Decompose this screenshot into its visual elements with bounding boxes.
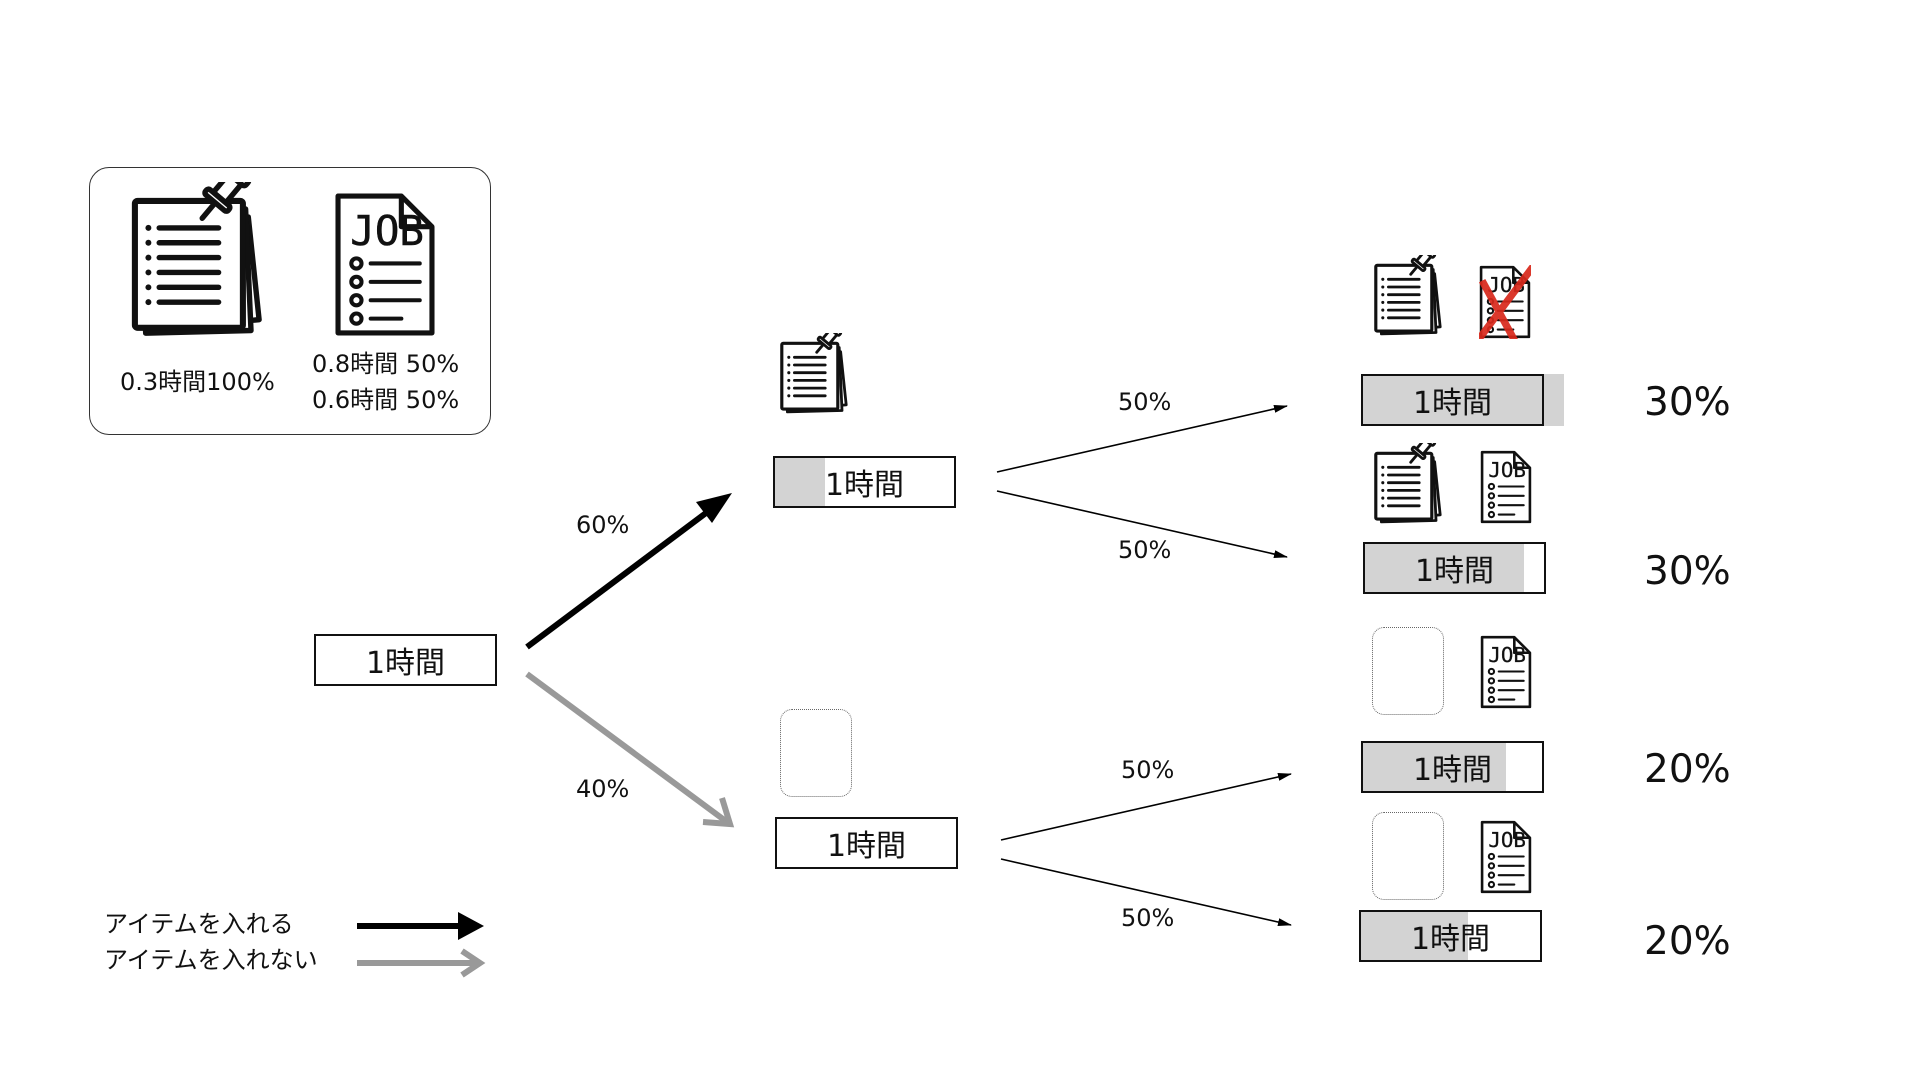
time-bar-label: 1時間 — [1414, 554, 1495, 589]
memo-icon — [1374, 443, 1442, 524]
job-icon — [1480, 635, 1532, 709]
leaf-3-time-bar: 1時間 — [1361, 741, 1544, 793]
arrow-root-to-bottom — [525, 671, 735, 828]
time-bar-fill — [1365, 544, 1525, 592]
time-bar-fill — [775, 458, 826, 506]
arrow-bottom-to-leaf4 — [1000, 858, 1292, 927]
leaf-1-time-bar: 1時間 — [1361, 374, 1544, 426]
time-bar-label: 1時間 — [1412, 753, 1493, 788]
edge-label-bottom-leaf3: 50% — [1121, 756, 1175, 784]
edge-label-root-top: 60% — [576, 511, 630, 539]
memo-icon — [1374, 255, 1442, 336]
job-icon — [1480, 820, 1532, 894]
time-bar-fill — [1363, 376, 1542, 424]
arrow-top-to-leaf1 — [996, 404, 1288, 473]
mid-bottom-time-bar: 1時間 — [775, 817, 958, 869]
arrow-top-to-leaf2 — [996, 490, 1288, 559]
empty-item-slot — [1372, 627, 1444, 715]
leaf-2-probability: 30% — [1644, 549, 1731, 594]
leaf-4-time-bar: 1時間 — [1359, 910, 1542, 962]
memo-item-description: 0.3時間100% — [120, 368, 275, 396]
mid-top-time-bar: 1時間 — [773, 456, 956, 508]
memo-icon — [780, 333, 848, 414]
empty-item-slot — [1372, 812, 1444, 900]
leaf-4-probability: 20% — [1644, 919, 1731, 964]
time-bar-label: 1時間 — [1412, 386, 1493, 421]
edge-label-top-leaf1: 50% — [1118, 388, 1172, 416]
arrow-root-to-top — [525, 493, 732, 650]
job-icon — [332, 192, 438, 337]
edge-label-top-leaf2: 50% — [1118, 536, 1172, 564]
time-bar-label: 1時間 — [824, 468, 905, 503]
legend-insert-arrow — [357, 912, 484, 940]
time-bar-fill — [1363, 743, 1507, 791]
leaf-1-probability: 30% — [1644, 380, 1731, 425]
time-bar-label: 1時間 — [826, 829, 907, 864]
crossed-out-job-icon — [1479, 265, 1531, 339]
time-bar-fill — [1361, 912, 1469, 960]
root-time-bar: 1時間 — [314, 634, 497, 686]
leaf-3-probability: 20% — [1644, 747, 1731, 792]
time-bar-label: 1時間 — [1410, 922, 1491, 957]
leaf-2-time-bar: 1時間 — [1363, 542, 1546, 594]
item-legend-box — [89, 167, 491, 435]
job-icon — [1480, 450, 1532, 524]
legend-insert-item-label: アイテムを入れる — [104, 910, 294, 938]
edge-label-root-bottom: 40% — [576, 775, 630, 803]
memo-icon — [129, 182, 265, 344]
legend-no-item-arrow — [357, 948, 486, 978]
edge-label-bottom-leaf4: 50% — [1121, 904, 1175, 932]
empty-item-slot — [780, 709, 852, 797]
time-bar-label: 1時間 — [365, 646, 446, 681]
legend-no-item-label: アイテムを入れない — [104, 946, 318, 974]
job-item-description-1: 0.8時間 50% — [312, 350, 460, 378]
arrow-bottom-to-leaf3 — [1000, 772, 1292, 841]
time-overflow-indicator — [1544, 374, 1564, 426]
job-item-description-2: 0.6時間 50% — [312, 386, 460, 414]
